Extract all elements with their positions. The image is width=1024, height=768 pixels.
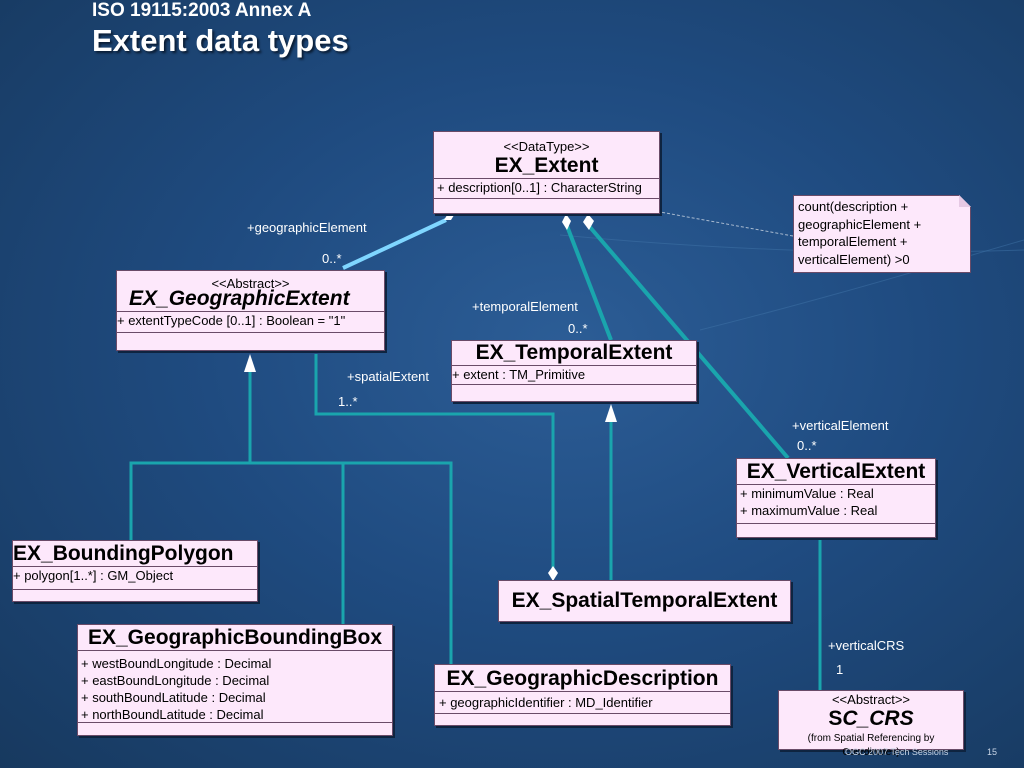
class-package-note: (from Spatial Referencing by Coordinates…	[807, 733, 935, 758]
class-ex-temporal-extent: EX_TemporalExtent + extent : TM_Primitiv…	[451, 340, 697, 402]
role-label-vertical-crs: +verticalCRS	[828, 638, 905, 653]
attribute: + southBoundLatitude : Decimal	[81, 690, 266, 705]
note-line: temporalElement +	[798, 234, 908, 249]
multiplicity-spatial-extent: 1..*	[338, 394, 358, 409]
note-line: geographicElement +	[798, 216, 922, 232]
class-name: EX_GeographicBoundingBox	[87, 626, 383, 649]
note-line: verticalElement) >0	[798, 251, 910, 267]
class-ex-spatial-temporal-extent: EX_SpatialTemporalExtent	[498, 580, 791, 622]
class-name: EX_GeographicDescription	[446, 667, 719, 690]
role-label-spatial-extent: +spatialExtent	[347, 369, 430, 384]
attribute: + maximumValue : Real	[740, 503, 878, 518]
attribute-section: + description[0..1] : CharacterString	[434, 178, 659, 198]
class-stereotype: <<Abstract>>	[831, 692, 911, 707]
attribute-section: + westBoundLongitude : Decimal + eastBou…	[78, 650, 392, 722]
attribute-section: + extentTypeCode [0..1] : Boolean = "1"	[117, 311, 384, 332]
class-name: EX_VerticalExtent	[746, 460, 926, 483]
attribute-section: + minimumValue : Real + maximumValue : R…	[737, 484, 935, 523]
note-line: count(description +	[798, 199, 909, 214]
generalization-arrowhead	[605, 404, 617, 422]
multiplicity-temporal-element: 0..*	[568, 321, 588, 336]
class-stereotype: <<Abstract>>	[211, 276, 290, 291]
operation-section	[452, 384, 696, 401]
class-ex-bounding-polygon: EX_BoundingPolygon + polygon[1..*] : GM_…	[12, 540, 258, 602]
slide-subtitle: ISO 19115:2003 Annex A	[92, 0, 312, 21]
attribute: + minimumValue : Real	[740, 486, 874, 501]
geographic-element-association	[342, 218, 447, 270]
generalization-line	[129, 461, 453, 664]
attribute: + northBoundLatitude : Decimal	[81, 707, 264, 722]
attribute: + extentTypeCode [0..1] : Boolean = "1"	[117, 313, 346, 328]
class-name: EX_GeographicExtent	[129, 287, 350, 310]
aggregation-diamond	[562, 214, 571, 230]
aggregation-diamond	[444, 212, 456, 220]
attribute: + geographicIdentifier : MD_Identifier	[439, 695, 653, 710]
operation-section	[78, 722, 392, 735]
attribute-section: + polygon[1..*] : GM_Object	[13, 566, 257, 589]
attribute: + westBoundLongitude : Decimal	[81, 656, 272, 671]
class-name: SC_CRS	[779, 707, 963, 731]
slide-heading: Extent data types	[92, 23, 349, 58]
class-ex-geographic-extent: <<Abstract>> EX_GeographicExtent + exten…	[116, 270, 385, 351]
footer-event: OGC 2007 Tech Sessions	[845, 747, 949, 757]
aggregation-diamond	[583, 214, 594, 230]
attribute: + description[0..1] : CharacterString	[437, 180, 642, 195]
attribute: + eastBoundLongitude : Decimal	[81, 673, 270, 688]
class-ex-vertical-extent: EX_VerticalExtent + minimumValue : Real …	[736, 458, 936, 538]
multiplicity-vertical-element: 0..*	[797, 438, 817, 453]
operation-section	[434, 198, 659, 213]
attribute-section: + geographicIdentifier : MD_Identifier	[435, 691, 730, 713]
multiplicity-geographic-element: 0..*	[322, 251, 342, 266]
class-name-initial: S	[828, 707, 843, 730]
class-ex-geographic-bounding-box: EX_GeographicBoundingBox + westBoundLong…	[77, 624, 393, 736]
attribute-section: + extent : TM_Primitive	[452, 365, 696, 384]
background-curve	[699, 239, 1024, 331]
class-name-rest: C_CRS	[842, 707, 914, 730]
class-ex-geographic-description: EX_GeographicDescription + geographicIde…	[434, 664, 731, 726]
class-name: EX_Extent	[494, 154, 599, 177]
attribute: + polygon[1..*] : GM_Object	[13, 568, 174, 583]
constraint-note: count(description + geographicElement + …	[793, 195, 971, 273]
class-stereotype: <<DataType>>	[503, 139, 590, 154]
role-label-temporal-element: +temporalElement	[472, 299, 578, 314]
spatial-extent-association	[314, 354, 555, 568]
class-name: EX_BoundingPolygon	[13, 542, 234, 565]
class-name: EX_SpatialTemporalExtent	[511, 589, 778, 612]
multiplicity-vertical-crs: 1	[836, 662, 844, 677]
class-sc-crs: <<Abstract>> SC_CRS (from Spatial Refere…	[778, 690, 964, 758]
class-name: EX_TemporalExtent	[475, 341, 673, 364]
operation-section	[737, 523, 935, 538]
aggregation-diamond	[548, 566, 558, 581]
class-ex-extent: <<DataType>> EX_Extent + description[0..…	[433, 131, 660, 214]
operation-section	[13, 589, 257, 602]
page-number: 15	[987, 747, 998, 757]
attribute: + extent : TM_Primitive	[452, 367, 586, 382]
operation-section	[435, 713, 730, 724]
generalization-arrowhead	[244, 354, 256, 372]
operation-section	[117, 332, 384, 347]
role-label-geographic-element: +geographicElement	[247, 220, 367, 235]
temporal-element-association	[565, 225, 613, 341]
role-label-vertical-element: +verticalElement	[792, 418, 889, 433]
note-anchor-line	[659, 211, 794, 237]
slide-title: ISO 19115:2003 Annex A Extent data types	[92, 0, 349, 60]
